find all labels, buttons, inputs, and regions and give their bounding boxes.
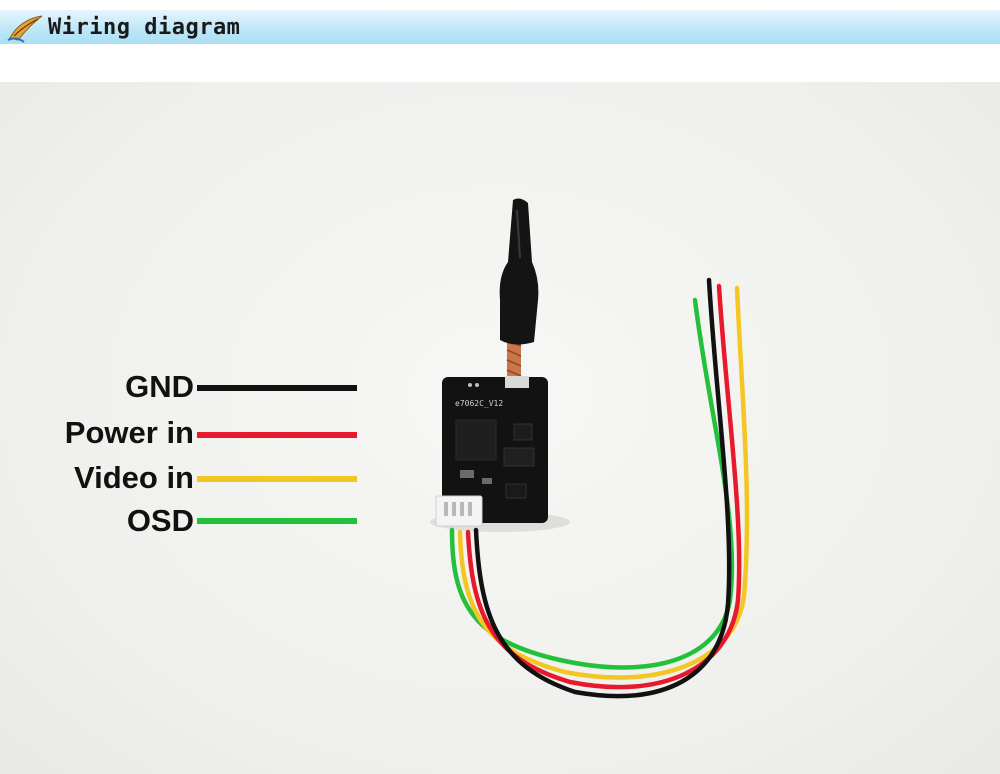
antenna-connector [505,376,529,388]
regulator-chip [503,447,535,467]
small-ic [513,423,533,441]
antenna-body [499,198,539,345]
wire-red [465,283,742,690]
header-title: Wiring diagram [48,15,241,40]
main-chip [455,419,497,461]
wire-bundle [449,277,750,699]
header-bar [0,10,1000,44]
wire-green [449,297,735,670]
label-power-in: Power in [64,415,194,450]
label-video-in: Video in [73,460,194,495]
jst-connector [435,495,483,527]
pcb-silkscreen: e7062C_V12 [455,399,503,408]
lead-line-osd [197,518,357,524]
label-osd: OSD [126,503,194,538]
label-gnd: GND [125,369,194,404]
lead-line-video-in [197,476,357,482]
quill-logo-icon [7,15,43,43]
lead-line-gnd [197,385,357,391]
wire-black [473,277,732,699]
wire-yellow [457,285,750,680]
antenna-copper-lead [507,336,521,382]
lead-line-power-in [197,432,357,438]
